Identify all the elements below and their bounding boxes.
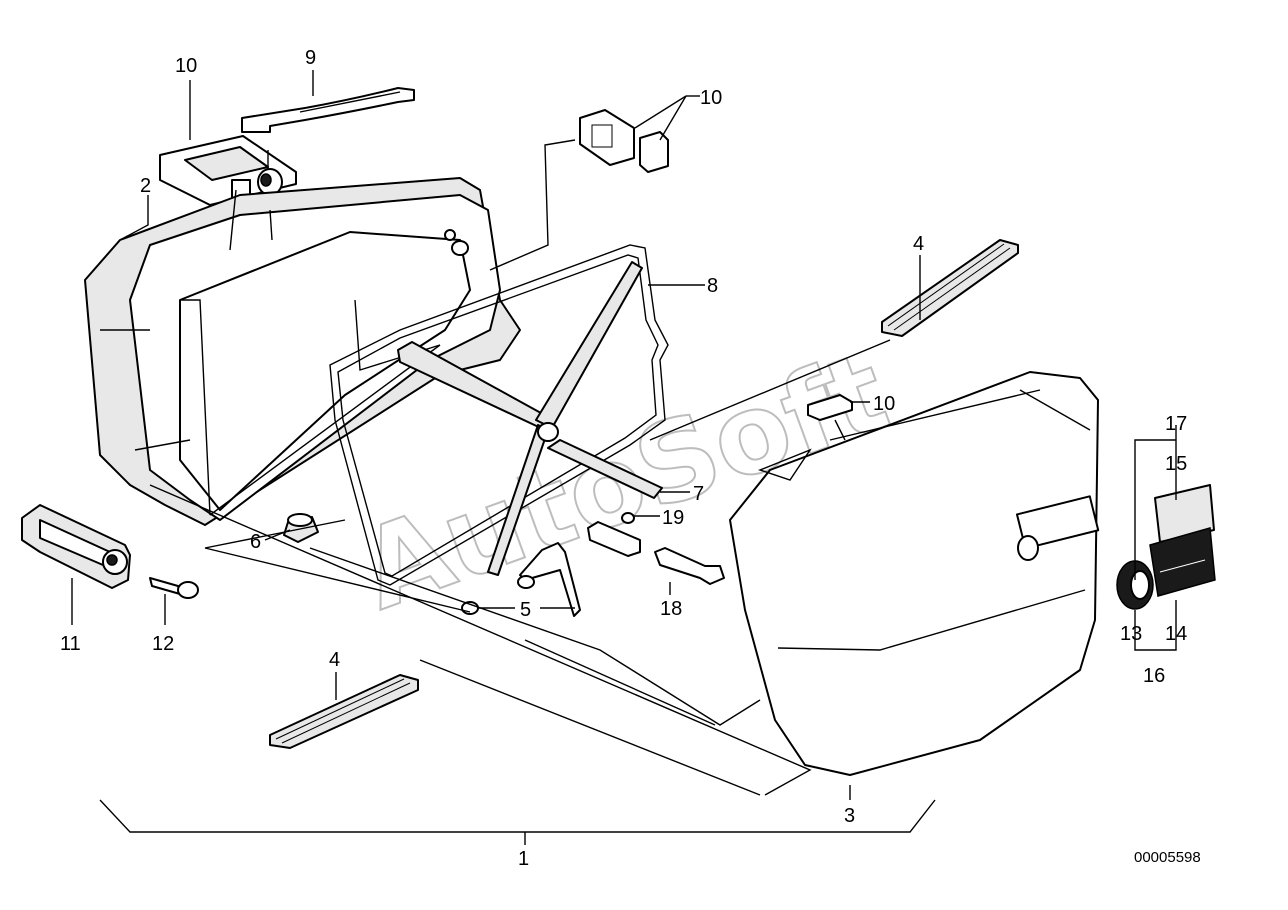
lock-unit-icon (21, 504, 131, 589)
case-housing-icon (84, 177, 521, 526)
leader-lines (71, 70, 1177, 845)
callout-4b: 4 (329, 649, 340, 671)
callout-5: 5 (520, 599, 531, 621)
case-lid-icon (729, 371, 1100, 776)
rail-strip-icon (881, 239, 1019, 337)
support-strap-icon (397, 261, 663, 576)
grille-icon (1149, 527, 1216, 597)
callout-17: 17 (1165, 413, 1187, 435)
callout-10a: 10 (175, 55, 197, 77)
plate-icon (1154, 484, 1215, 543)
callout-8: 8 (707, 275, 718, 297)
callout-19: 19 (662, 507, 684, 529)
latch-plate-icon (579, 109, 669, 173)
callout-4a: 4 (913, 233, 924, 255)
callout-10c: 10 (873, 393, 895, 415)
key-icon (149, 577, 199, 599)
callout-6: 6 (250, 531, 261, 553)
bracket-icon (587, 512, 725, 585)
callout-14: 14 (1165, 623, 1187, 645)
callout-10b: 10 (700, 87, 722, 109)
callout-12: 12 (152, 633, 174, 655)
callout-7: 7 (693, 483, 704, 505)
callout-11: 11 (60, 633, 81, 655)
link-arm-icon (461, 542, 581, 617)
callout-18: 18 (660, 598, 682, 620)
callout-16: 16 (1143, 665, 1165, 687)
callout-13: 13 (1120, 623, 1142, 645)
callout-1: 1 (518, 848, 529, 870)
callout-9: 9 (305, 47, 316, 69)
handle-icon (241, 87, 415, 133)
rail-strip-icon (269, 674, 419, 749)
gasket-frame-icon (329, 244, 669, 586)
latch-clip-icon (807, 394, 853, 421)
callout-3: 3 (844, 805, 855, 827)
callout-15: 15 (1165, 453, 1187, 475)
callout-2: 2 (140, 175, 151, 197)
grommet-icon (283, 513, 319, 543)
diagram-code: 00005598 (1134, 849, 1201, 866)
